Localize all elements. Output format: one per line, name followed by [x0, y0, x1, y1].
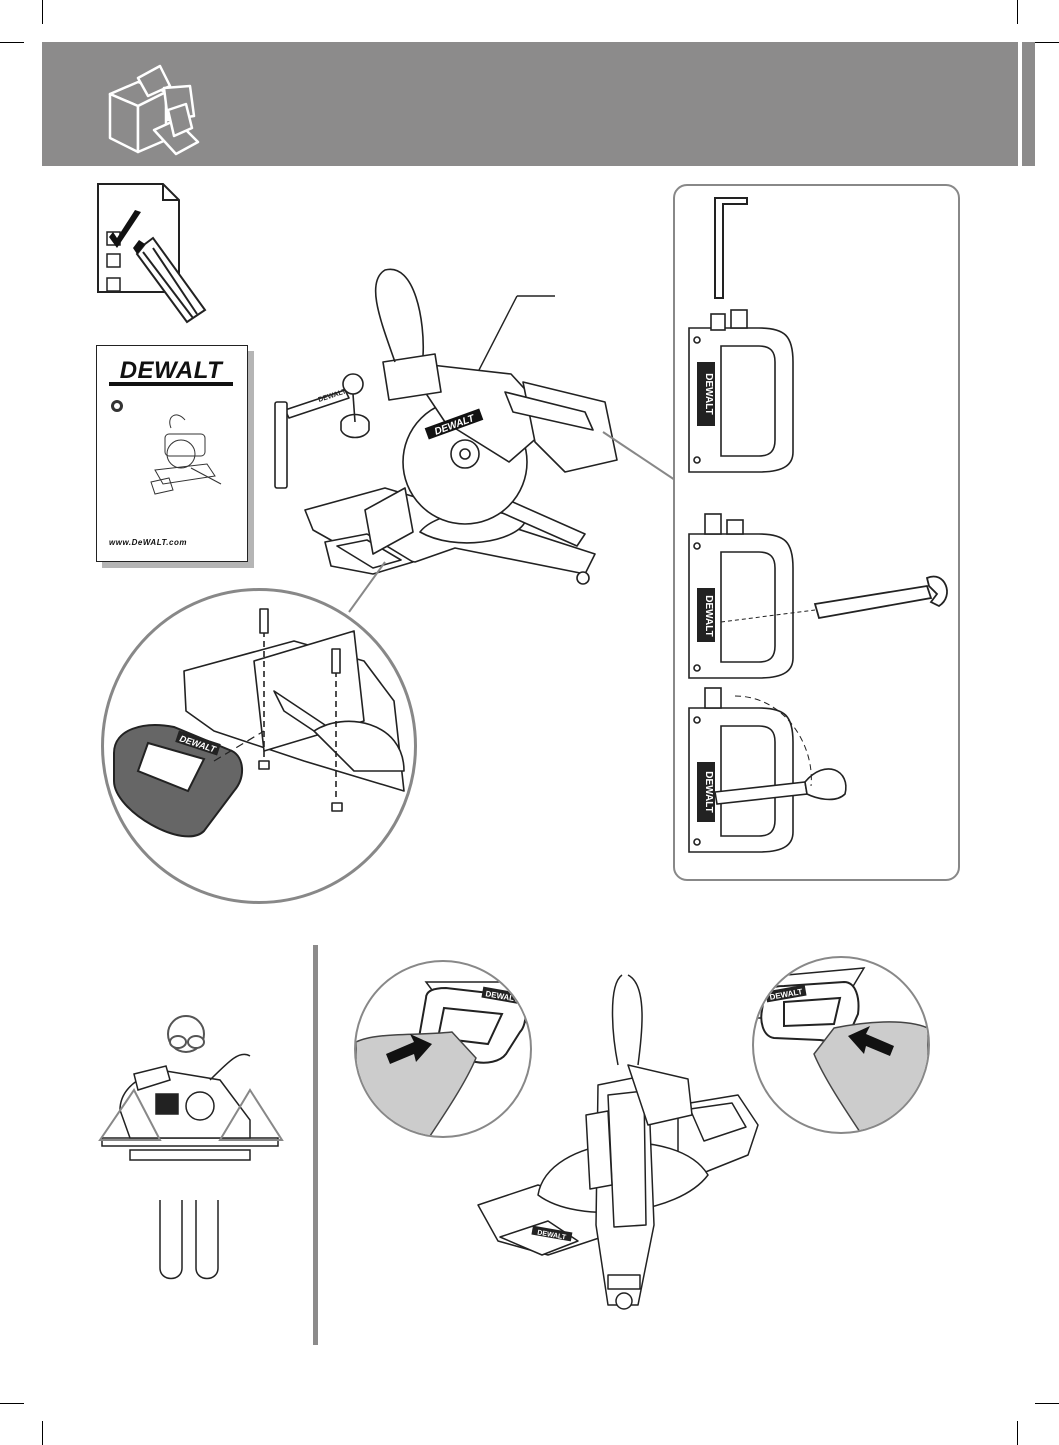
safety-glasses-icon	[168, 1016, 204, 1052]
unboxing-icon	[104, 64, 214, 160]
crop-mark	[42, 1421, 43, 1445]
checklist-pencil-icon	[95, 182, 213, 327]
header-bar	[42, 42, 1018, 166]
crop-mark	[1035, 42, 1059, 43]
crop-mark	[0, 42, 24, 43]
accessory-storage-panel: DEWALT DEWALT DEWALT	[673, 184, 960, 881]
header-tab	[1022, 42, 1035, 166]
right-handle-grip-detail: DEWALT	[752, 956, 930, 1134]
instruction-manual-cover: DEWALT www.DeWALT.com	[96, 345, 248, 562]
miter-saw-illustration: DEWALT DEWALT	[265, 262, 665, 592]
lift-saw-illustration	[100, 1020, 290, 1290]
crop-mark	[42, 0, 43, 24]
crop-mark	[1035, 1403, 1059, 1404]
handle-install-detail: DEWALT	[101, 588, 417, 904]
manual-url: www.DeWALT.com	[109, 538, 187, 547]
handle-1-logo: DEWALT	[703, 373, 714, 414]
manual-saw-illustration	[111, 398, 231, 508]
crop-mark	[0, 1403, 24, 1404]
crop-mark	[1017, 1421, 1018, 1445]
saw-carry-illustration: DEWALT	[478, 975, 768, 1315]
dewalt-logo: DEWALT	[109, 360, 233, 386]
handle-2-logo: DEWALT	[703, 595, 714, 636]
handle-3-logo: DEWALT	[703, 771, 714, 812]
section-divider	[313, 945, 318, 1345]
crop-mark	[1017, 0, 1018, 24]
hex-key-icon	[715, 198, 747, 298]
